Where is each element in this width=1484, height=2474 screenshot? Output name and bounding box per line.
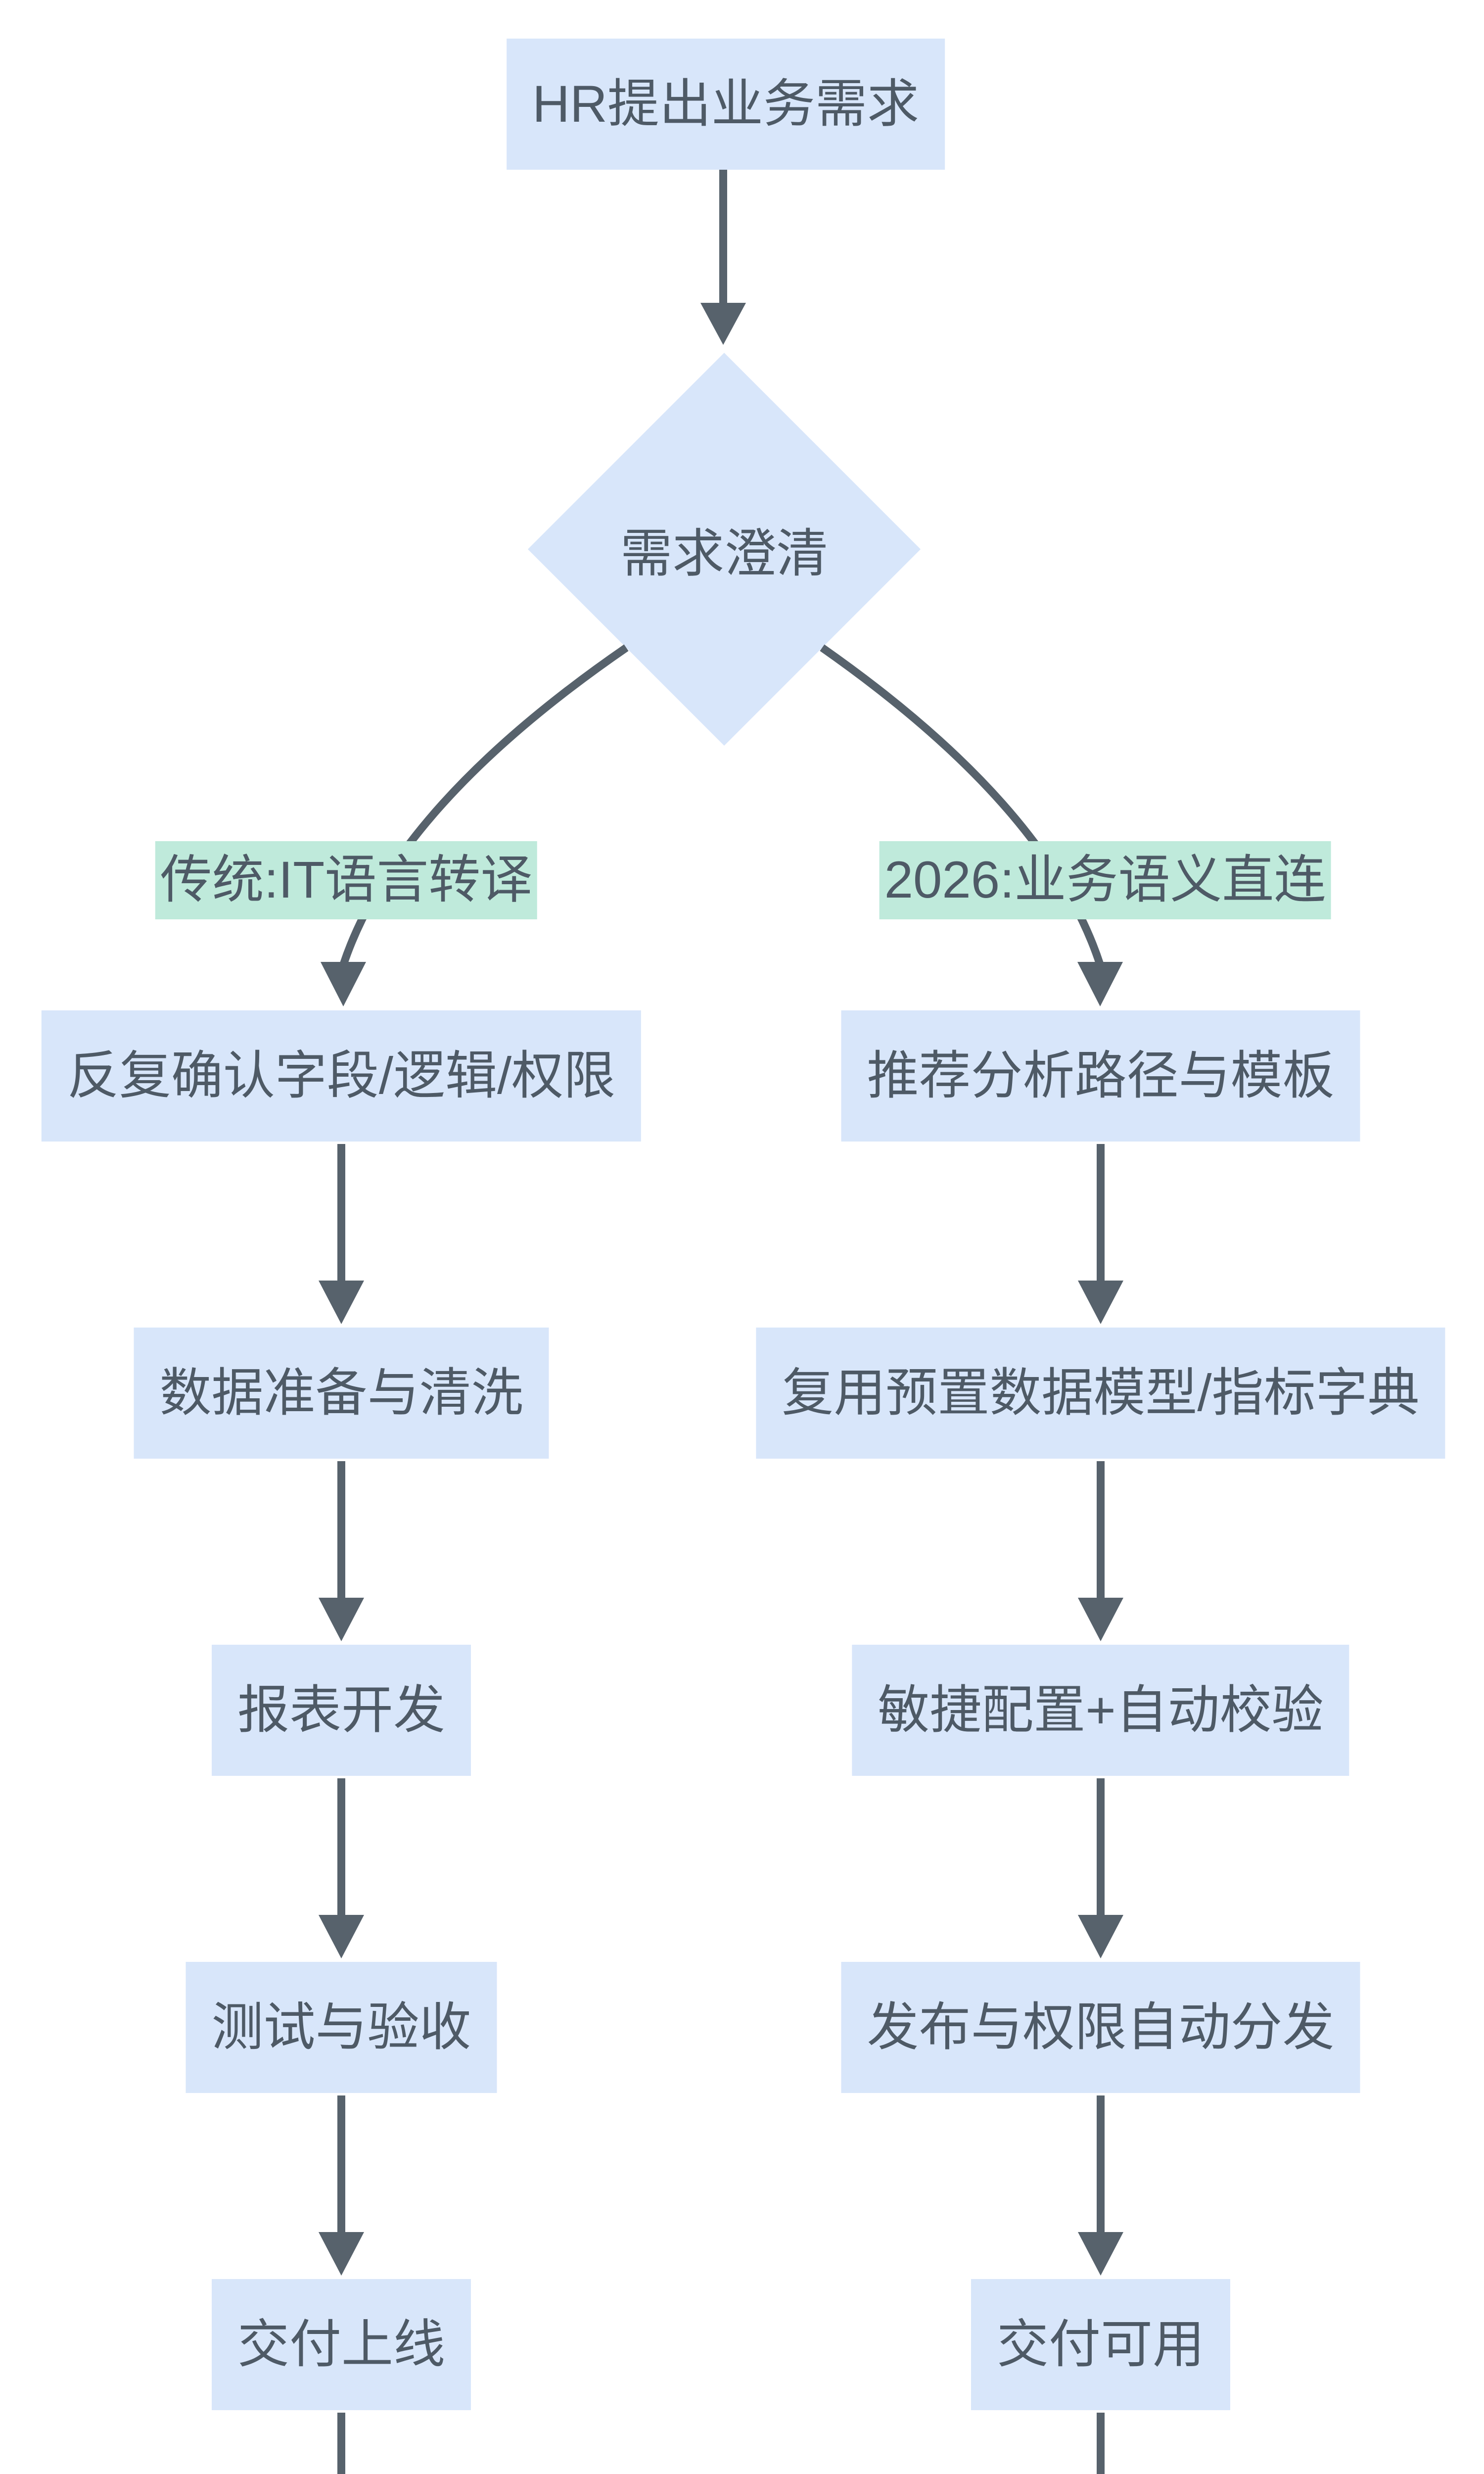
arrowhead-icon (319, 2232, 364, 2276)
flow-node-start: HR提出业务需求 (507, 39, 945, 170)
flow-node-left-step-3: 报表开发 (211, 1645, 471, 1776)
flow-node-left-step-2: 数据准备与清洗 (134, 1328, 549, 1459)
flow-node-right-step-3: 敏捷配置+自动校验 (852, 1645, 1349, 1776)
edge-label-2026: 2026:业务语义直连 (879, 841, 1331, 919)
flow-node-right-step-1: 推荐分析路径与模板 (841, 1010, 1360, 1142)
flow-node-right-step-5: 交付可用 (971, 2279, 1231, 2410)
arrowhead-icon (319, 1915, 364, 1958)
arrowhead-icon (1078, 2232, 1123, 2276)
arrowhead-icon (319, 1598, 364, 1641)
arrowhead-icon (321, 962, 366, 1006)
flow-node-left-step-4: 测试与验收 (186, 1962, 497, 2093)
flow-node-left-step-1: 反复确认字段/逻辑/权限 (41, 1010, 642, 1142)
flow-node-decision-label: 需求澄清 (620, 525, 829, 583)
flow-node-left-step-5: 交付上线 (211, 2279, 471, 2410)
edge-label-traditional: 传统:IT语言转译 (155, 841, 538, 919)
arrowhead-icon (1077, 962, 1123, 1006)
arrowhead-icon (319, 1281, 364, 1324)
flow-node-right-step-4: 发布与权限自动分发 (841, 1962, 1360, 2093)
arrowhead-icon (1078, 1598, 1123, 1641)
flow-node-right-step-2: 复用预置数据模型/指标字典 (756, 1328, 1445, 1459)
arrowhead-icon (1078, 1281, 1123, 1324)
arrowhead-icon (700, 303, 746, 345)
arrowhead-icon (1078, 1915, 1123, 1958)
